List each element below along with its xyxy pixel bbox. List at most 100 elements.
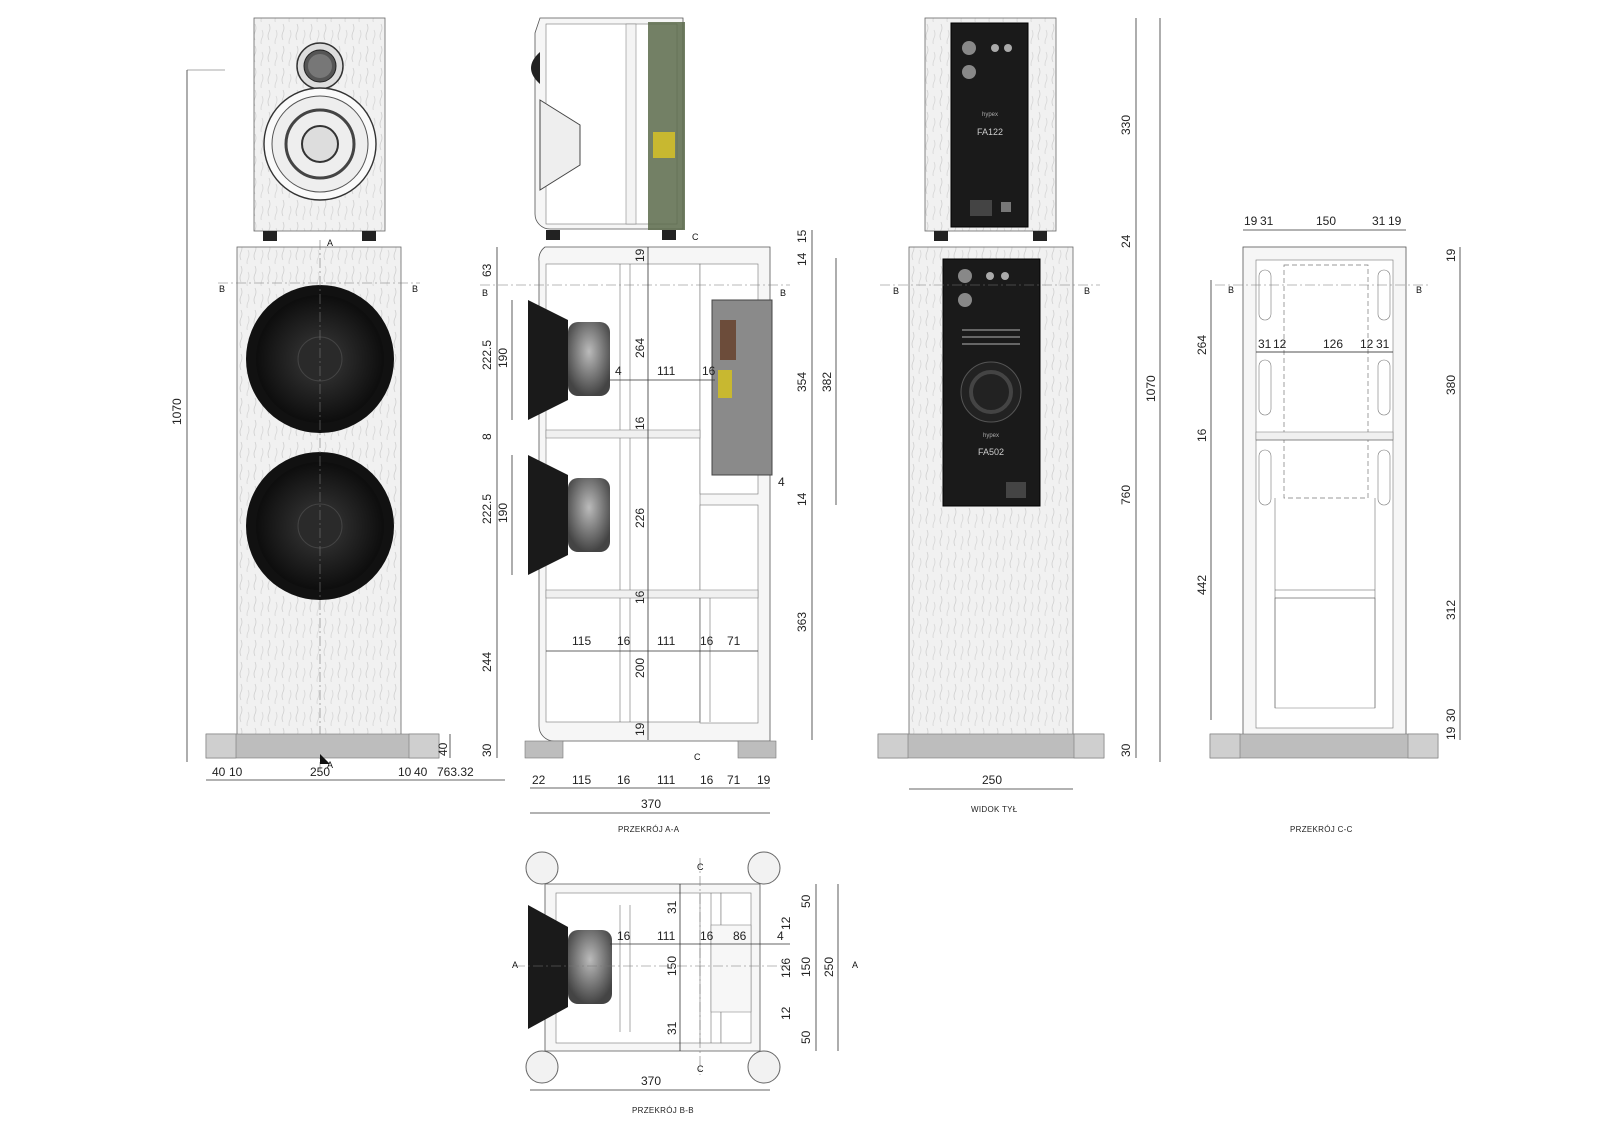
dim-bb-v31b: 31 — [665, 1021, 679, 1035]
top-amp-brand: hypex — [982, 112, 998, 118]
bb-markers: A A C C — [512, 862, 858, 1074]
dim-front-gap-l: 10 — [229, 765, 243, 779]
dim-aa-8: 8 — [480, 433, 494, 440]
dim-bb-h4: 4 — [777, 929, 784, 943]
top-spike-left — [263, 231, 277, 241]
mark-b-right: B — [412, 284, 418, 294]
dim-bb-r12a: 12 — [779, 916, 793, 930]
mark-b-left: B — [219, 284, 225, 294]
dim-aa-r363: 363 — [795, 612, 809, 632]
dim-aa-30: 30 — [480, 743, 494, 757]
dim-rear-30: 30 — [1119, 743, 1133, 757]
cc-mark-b-left: B — [1228, 285, 1234, 295]
section-cc-dimensions: 19 31 150 31 19 31 12 126 12 31 264 16 4… — [1195, 214, 1461, 740]
dim-bb-r50b: 50 — [799, 1030, 813, 1044]
section-bb-dimensions: 31 150 31 16 111 16 86 4 50 12 126 12 50… — [530, 884, 839, 1091]
section-aa-markers: B B C C — [482, 232, 786, 762]
dim-cc-m12b: 12 — [1360, 337, 1374, 351]
rear-mark-b-left: B — [893, 286, 899, 296]
dim-cc-m31a: 31 — [1258, 337, 1272, 351]
midrange-driver — [263, 87, 377, 201]
cc-amp-outline — [1283, 264, 1369, 499]
rear-mark-b-right: B — [1084, 286, 1090, 296]
dim-aa-v19t: 19 — [633, 248, 647, 262]
dim-bb-h86: 86 — [733, 929, 747, 943]
dim-aa-b111: 111 — [657, 773, 676, 787]
dim-aa-63: 63 — [480, 263, 494, 277]
dim-cc-l442: 442 — [1195, 575, 1209, 595]
top-spike-right — [362, 231, 376, 241]
woofer-side-lower — [528, 455, 610, 575]
aa-mark-b-right: B — [780, 288, 786, 298]
dim-aa-v19b: 19 — [633, 722, 647, 736]
woofer-lower — [246, 452, 394, 600]
caption-rear-view: WIDOK TYŁ — [971, 805, 1018, 814]
tweeter — [296, 42, 344, 90]
top-amp-plate — [950, 22, 1029, 228]
dim-aa-c16a: 16 — [617, 634, 631, 648]
dim-front-foot-h: 40 — [436, 742, 450, 756]
dim-bb-v150: 150 — [665, 956, 679, 976]
dim-bb-h16b: 16 — [700, 929, 714, 943]
front-dimensions: 1070 40 10 250 10 40 763.32 40 — [170, 69, 505, 781]
upper-amp-board — [648, 22, 685, 230]
dim-cc-m12a: 12 — [1273, 337, 1287, 351]
dim-cc-t19b: 19 — [1388, 214, 1402, 228]
top-amp-model: FA122 — [977, 127, 1003, 137]
dim-aa-r354: 354 — [795, 372, 809, 392]
dim-aa-222b: 222.5 — [480, 494, 494, 524]
dim-aa-c16b: 16 — [700, 634, 714, 648]
dim-aa-i4: 4 — [615, 364, 622, 378]
mark-a-top: A — [327, 238, 333, 248]
dim-aa-222a: 222.5 — [480, 340, 494, 370]
dim-cc-r19: 19 — [1444, 248, 1458, 262]
dim-aa-i111: 111 — [657, 364, 676, 378]
dim-aa-c111: 111 — [657, 634, 676, 648]
aa-mark-c-bottom: C — [694, 752, 701, 762]
front-section-markers: A A B B — [219, 238, 418, 770]
dim-aa-b16a: 16 — [617, 773, 631, 787]
dim-cc-l16: 16 — [1195, 428, 1209, 442]
dim-aa-b22: 22 — [532, 773, 546, 787]
aa-mark-b-left: B — [482, 288, 488, 298]
dim-aa-b19: 19 — [757, 773, 771, 787]
dim-cc-t31a: 31 — [1260, 214, 1274, 228]
front-view — [205, 17, 440, 770]
dim-front-body: 250 — [310, 765, 330, 779]
dim-cc-m31b: 31 — [1376, 337, 1390, 351]
dim-front-foot-l: 40 — [212, 765, 226, 779]
dim-bb-r50a: 50 — [799, 894, 813, 908]
dim-aa-b71: 71 — [727, 773, 741, 787]
rear-plinth — [877, 733, 1105, 759]
dim-front-height: 1070 — [170, 398, 184, 425]
dim-cc-r19b: 19 — [1444, 726, 1458, 740]
woofer-top-view — [528, 905, 612, 1029]
dim-bb-r12b: 12 — [779, 1006, 793, 1020]
dim-aa-v226: 226 — [633, 508, 647, 528]
dim-aa-i16: 16 — [702, 364, 716, 378]
bb-mark-a-left: A — [512, 960, 518, 970]
bottom-amp-brand: hypex — [983, 433, 999, 439]
dim-rear-24: 24 — [1119, 234, 1133, 248]
dim-aa-c115: 115 — [572, 634, 591, 648]
dim-bb-h16a: 16 — [617, 929, 631, 943]
dim-aa-r4: 4 — [778, 475, 785, 489]
dim-cc-l264: 264 — [1195, 335, 1209, 355]
dim-aa-b16b: 16 — [700, 773, 714, 787]
section-cc-view — [1209, 246, 1439, 759]
caption-section-cc: PRZEKRÓJ C-C — [1290, 825, 1353, 834]
cc-markers: B B — [1228, 285, 1422, 295]
bottom-amp-model: FA502 — [978, 447, 1004, 457]
dim-aa-v200: 200 — [633, 658, 647, 678]
dim-bb-r126: 126 — [779, 958, 793, 978]
bb-mark-c-top: C — [697, 862, 704, 872]
dim-aa-r15: 15 — [795, 229, 809, 243]
dim-rear-1070: 1070 — [1144, 375, 1158, 402]
bb-mark-a-right: A — [852, 960, 858, 970]
dim-bb-h111: 111 — [657, 929, 676, 943]
caption-section-aa: PRZEKRÓJ A-A — [618, 825, 680, 834]
dim-rear-250: 250 — [982, 773, 1002, 787]
dim-aa-b115: 115 — [572, 773, 591, 787]
dim-cc-t19a: 19 — [1244, 214, 1258, 228]
